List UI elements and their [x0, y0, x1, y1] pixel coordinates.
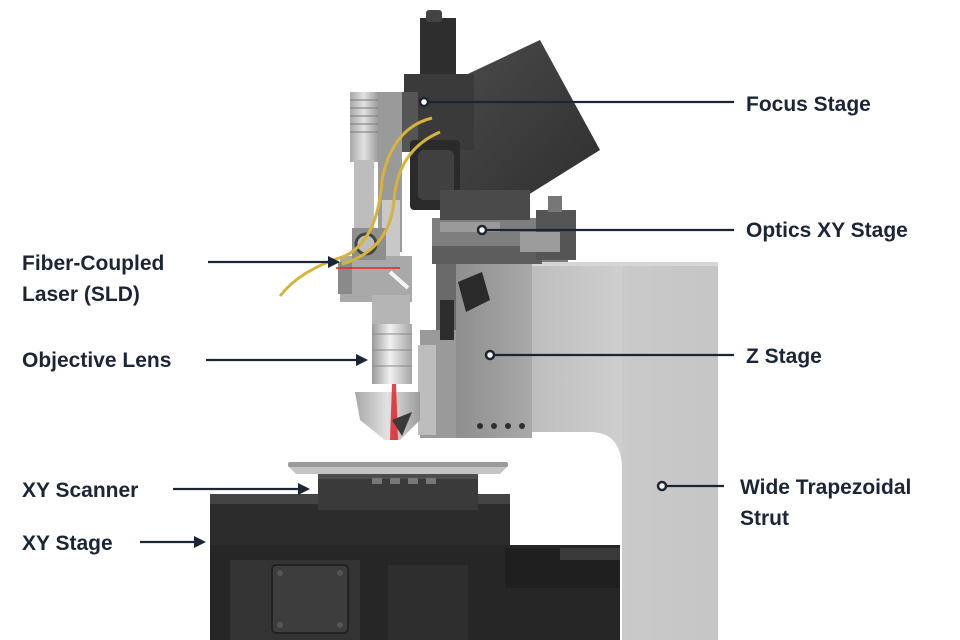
- objective-lens: [355, 324, 420, 440]
- xy-stage-base: [210, 494, 620, 640]
- label-fiber-laser-line1: Fiber-Coupled: [22, 252, 165, 275]
- xy-scanner-assembly: [288, 462, 508, 510]
- leader-dots: [418, 96, 668, 492]
- label-optics-xy-stage: Optics XY Stage: [746, 215, 908, 246]
- label-objective-lens-text: Objective Lens: [22, 349, 172, 372]
- dot-focus-stage: [418, 96, 430, 108]
- arrow-fiber-laser: [328, 256, 340, 268]
- dot-z-stage: [484, 349, 496, 361]
- label-wide-trapezoidal-strut: Wide Trapezoidal Strut: [740, 472, 911, 534]
- label-focus-stage: Focus Stage: [746, 89, 871, 120]
- label-wide-strut-line2: Strut: [740, 507, 789, 530]
- label-fiber-coupled-laser: Fiber-Coupled Laser (SLD): [22, 248, 164, 310]
- label-wide-strut-line1: Wide Trapezoidal: [740, 476, 912, 499]
- focus-stage-housing: [396, 10, 600, 220]
- wide-trapezoidal-strut: [528, 262, 718, 640]
- label-xy-stage-text: XY Stage: [22, 532, 113, 555]
- dot-wide-strut: [656, 480, 668, 492]
- fiber-laser-block: [336, 228, 412, 325]
- optical-fiber: [278, 116, 441, 297]
- label-xy-scanner-text: XY Scanner: [22, 479, 139, 502]
- micrometer-column: [350, 92, 402, 280]
- label-xy-scanner: XY Scanner: [22, 475, 138, 506]
- z-stage-block: [418, 262, 532, 438]
- label-fiber-laser-line2: Laser (SLD): [22, 283, 140, 306]
- leader-lines: [140, 100, 734, 544]
- arrow-objective-lens: [356, 354, 368, 366]
- dot-optics-xy-stage: [476, 224, 488, 236]
- label-z-stage-text: Z Stage: [746, 345, 822, 368]
- label-optics-xy-stage-text: Optics XY Stage: [746, 219, 908, 242]
- optics-xy-stage-plate: [432, 196, 576, 264]
- leader-arrowheads: [194, 256, 368, 548]
- arrow-xy-stage: [194, 536, 206, 548]
- label-focus-stage-text: Focus Stage: [746, 93, 871, 116]
- arrow-xy-scanner: [298, 483, 310, 495]
- label-objective-lens: Objective Lens: [22, 345, 171, 376]
- label-xy-stage: XY Stage: [22, 528, 113, 559]
- label-z-stage: Z Stage: [746, 341, 822, 372]
